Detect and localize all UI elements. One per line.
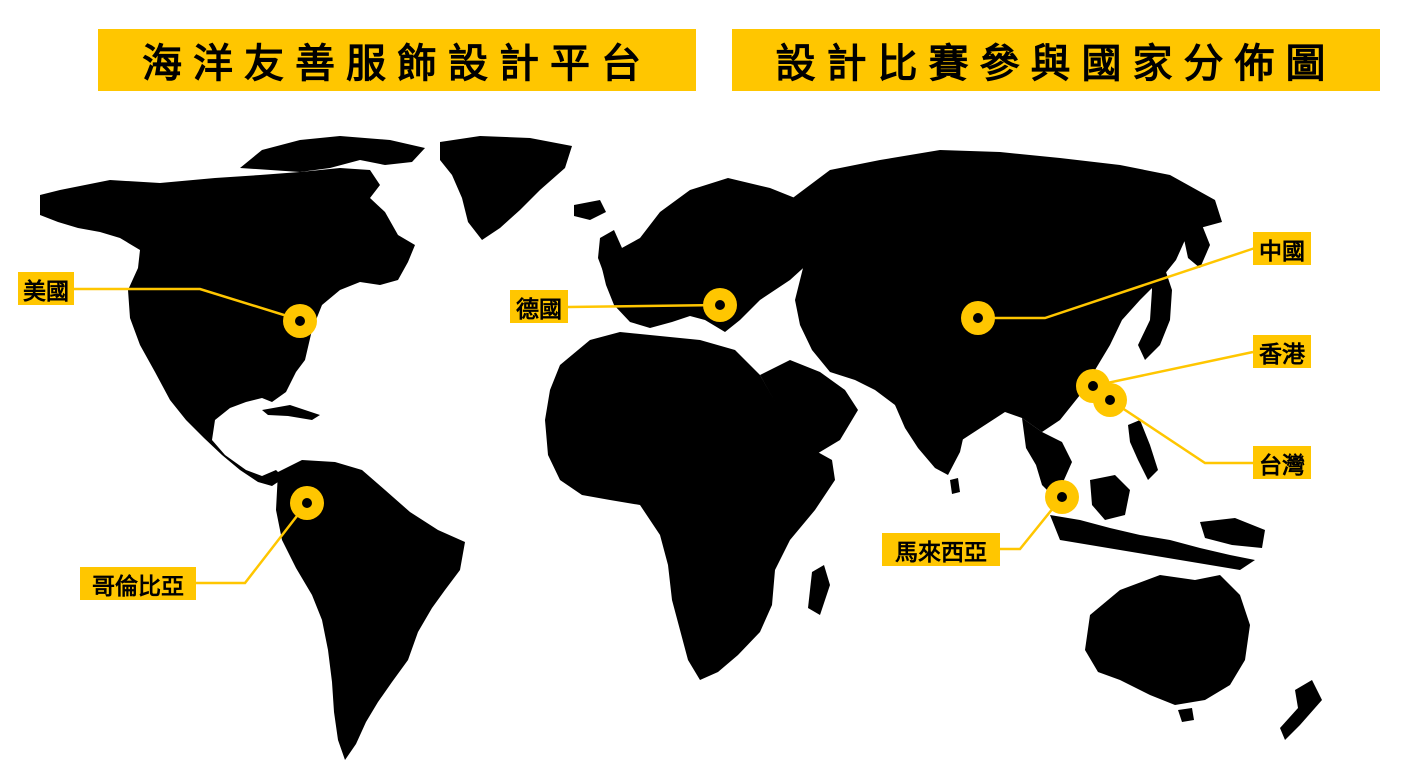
country-label-colombia: 哥倫比亞 — [80, 567, 196, 600]
land-north-america — [40, 168, 415, 486]
land-new-guinea — [1200, 518, 1265, 548]
country-label-usa: 美國 — [18, 272, 74, 305]
land-borneo — [1090, 475, 1130, 520]
country-label-hongkong: 香港 — [1253, 335, 1311, 368]
land-arabian-peninsula — [760, 360, 858, 455]
leader-line-china — [978, 246, 1256, 320]
land-australia — [1085, 575, 1250, 705]
map-title: 設計比賽參與國家分佈圖 — [732, 29, 1380, 91]
country-label-germany: 德國 — [510, 290, 568, 323]
marker-usa[interactable] — [283, 304, 317, 338]
land-tasmania — [1178, 708, 1194, 722]
country-label-taiwan: 台灣 — [1253, 446, 1311, 479]
leader-line-taiwan — [1109, 398, 1253, 465]
land-caribbean — [262, 405, 320, 420]
land-arctic-islands — [240, 136, 425, 172]
land-uk — [598, 230, 622, 274]
land-new-zealand — [1280, 680, 1322, 740]
land-kamchatka — [1180, 215, 1210, 268]
leader-line-usa — [72, 287, 301, 322]
platform-title: 海洋友善服飾設計平台 — [98, 29, 696, 91]
land-philippines — [1128, 420, 1158, 480]
land-japan — [1138, 255, 1172, 360]
leader-line-malaysia — [1000, 496, 1063, 551]
leader-line-hongkong — [1092, 350, 1254, 388]
land-indonesia — [1050, 515, 1255, 570]
leader-line-germany — [567, 303, 721, 309]
land-indochina — [1022, 418, 1072, 495]
country-label-malaysia: 馬來西亞 — [882, 533, 1000, 566]
land-india — [895, 400, 965, 475]
land-greenland — [440, 136, 572, 240]
marker-germany[interactable] — [703, 288, 737, 322]
land-africa — [545, 332, 835, 680]
marker-malaysia[interactable] — [1045, 480, 1079, 514]
land-madagascar — [808, 565, 830, 615]
country-label-china: 中國 — [1253, 232, 1311, 265]
land-sri-lanka — [950, 478, 960, 494]
marker-china[interactable] — [961, 301, 995, 335]
land-asia — [790, 150, 1222, 462]
marker-taiwan[interactable] — [1093, 383, 1127, 417]
land-europe — [600, 178, 820, 332]
leader-line-colombia — [196, 502, 308, 585]
marker-colombia[interactable] — [290, 486, 324, 520]
land-south-america — [276, 460, 465, 760]
land-iceland — [574, 200, 606, 220]
